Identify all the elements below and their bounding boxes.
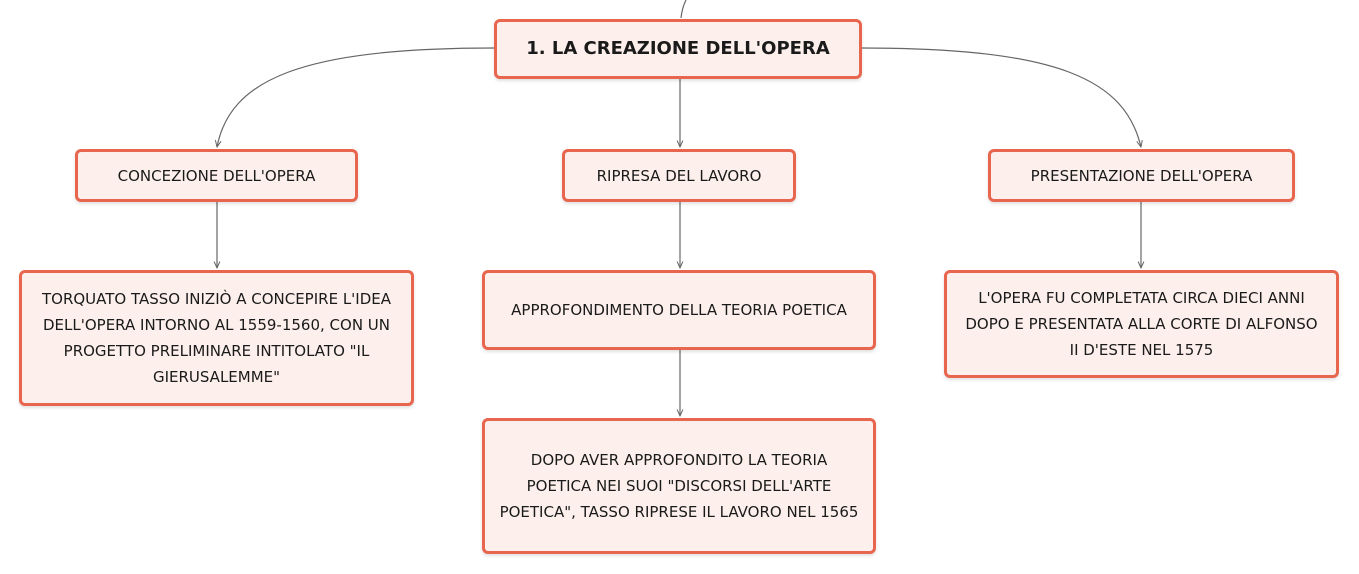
subtopic-label: TORQUATO TASSO INIZIÒ A CONCEPIRE L'IDEA… <box>41 290 392 386</box>
topic-concezione-opera[interactable]: CONCEZIONE DELL'OPERA <box>75 149 358 202</box>
subtopic-label: L'OPERA FU COMPLETATA CIRCA DIECI ANNI D… <box>965 289 1318 359</box>
topic-ripresa-lavoro[interactable]: RIPRESA DEL LAVORO <box>562 149 796 202</box>
subtopic-concezione-detail[interactable]: TORQUATO TASSO INIZIÒ A CONCEPIRE L'IDEA… <box>19 270 414 406</box>
connector-root-to-concezione <box>217 47 495 147</box>
subtopic-presentazione-detail[interactable]: L'OPERA FU COMPLETATA CIRCA DIECI ANNI D… <box>944 270 1339 378</box>
topic-label: PRESENTAZIONE DELL'OPERA <box>1030 166 1253 185</box>
topic-label: CONCEZIONE DELL'OPERA <box>117 166 316 185</box>
subtopic-approfondimento-teoria[interactable]: APPROFONDIMENTO DELLA TEORIA POETICA <box>482 270 876 350</box>
connector-root-to-presentazione <box>861 47 1141 147</box>
subtopic-ripresa-detail[interactable]: DOPO AVER APPROFONDITO LA TEORIA POETICA… <box>482 418 876 554</box>
central-topic-label: 1. LA CREAZIONE DELL'OPERA <box>526 38 830 59</box>
connector-parent-to-root <box>680 0 687 19</box>
subtopic-label: DOPO AVER APPROFONDITO LA TEORIA POETICA… <box>499 451 859 521</box>
subtopic-label: APPROFONDIMENTO DELLA TEORIA POETICA <box>511 301 847 319</box>
topic-label: RIPRESA DEL LAVORO <box>596 166 762 185</box>
topic-presentazione-opera[interactable]: PRESENTAZIONE DELL'OPERA <box>988 149 1295 202</box>
central-topic[interactable]: 1. LA CREAZIONE DELL'OPERA <box>494 19 862 79</box>
